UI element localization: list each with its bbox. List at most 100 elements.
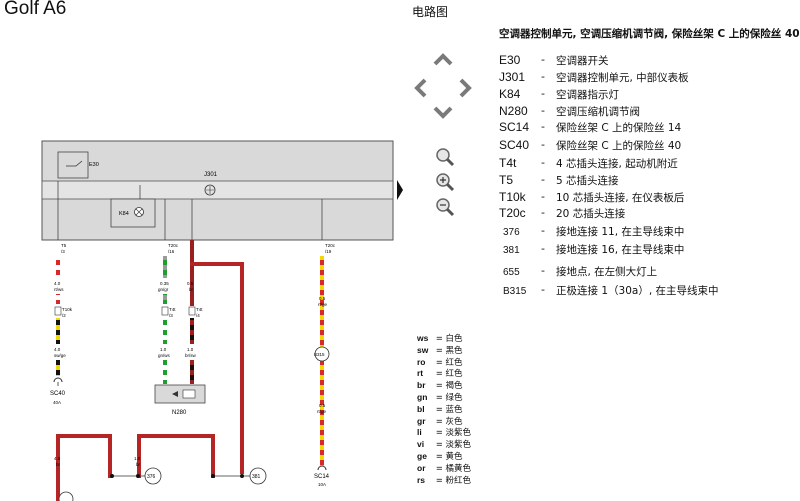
w1b-size: 4.0 [54,347,61,352]
ground-376-node [144,467,162,485]
color-legend-row: ws = 白色 [417,333,463,344]
pan-down-icon[interactable] [433,106,453,119]
w2-size: 0.35 [160,281,169,286]
legend-desc: 接地连接 16, 在主导线束中 [556,244,685,256]
junction-dot [136,474,140,478]
legend-item: E30 - 空调器开关 [499,53,609,67]
t5-label: T5 [61,243,67,248]
t4t-1-label: T4t [169,307,176,312]
b315-node [314,346,330,362]
w4-size: 0.5 [319,296,326,301]
k84-label: K84 [119,211,129,217]
legend-desc: 接地点, 在左侧大灯上 [556,266,658,278]
legend-heading: 空调器控制单元, 空调压缩机调节阀, 保险丝架 C 上的保险丝 40 [499,28,800,40]
junction-dot [110,474,114,478]
color-legend-row: vi = 淡紫色 [417,439,472,451]
legend-code: E30 [499,53,521,67]
t10k-label: T10k [62,307,73,312]
continue-arrow-icon[interactable] [397,180,403,200]
w1b-color: sw/ge [54,353,66,358]
n280-valve [154,384,206,404]
legend-desc: 5 芯插头连接 [556,175,619,187]
ground-381-node [249,467,267,485]
sc14-label: SC14 [314,474,330,480]
lamp-cross-icon [135,208,143,216]
fuse-sc40-icon [53,377,63,383]
legend-desc: 保险丝架 C 上的保险丝 14 [556,122,682,134]
color-legend-row: or = 橘黄色 [417,462,472,474]
sc40-label: SC40 [50,391,66,397]
legend-code: N280 [499,104,528,118]
color-legend-row: rs = 粉红色 [417,474,472,486]
legend-item: T4t - 4 芯插头连接, 起动机附近 [499,156,678,170]
w4b-size: 0.5 [319,403,326,408]
legend-item: N280 - 空调压缩机调节阀 [499,104,640,118]
legend-item: 381 - 接地连接 16, 在主导线束中 [503,242,685,256]
t20c-16-pin: /16 [168,249,175,254]
legend-code: T20c [499,206,526,220]
legend-code: T10k [499,190,526,204]
color-legend-row: ro = 红色 [417,356,463,368]
legend-code: SC40 [499,138,530,152]
legend-item: J301 - 空调器控制单元, 中部仪表板 [499,70,689,84]
junction-dot [240,474,244,478]
k84-lamp-box [110,198,156,228]
legend-desc: 接地连接 11, 在主导线束中 [556,226,685,238]
legend-code: J301 [499,70,526,84]
legend-code: 655 [503,267,520,278]
t10k-connector [54,306,62,316]
legend-item: B315 - 正极连接 1（30a）, 在主导线束中 [503,283,719,297]
color-legend-row: li = 淡紫色 [417,427,472,439]
circuit-diagram: J301 E30 K84 T5 /3 4.0 rt/ws T10k /2 4.0… [41,140,403,501]
pan-up-icon[interactable] [433,53,453,66]
n280-label: N280 [172,410,187,416]
w5-size: 4.0 [54,456,61,461]
color-legend-row: ge = 黄色 [417,450,463,462]
legend-code: 376 [503,227,520,238]
w3b-size: 1.0 [187,347,194,352]
legend-desc: 空调器指示灯 [556,89,619,101]
legend-desc: 空调器控制单元, 中部仪表板 [556,72,689,84]
legend-desc: 保险丝架 C 上的保险丝 40 [556,140,682,152]
legend-item: SC14 - 保险丝架 C 上的保险丝 14 [499,120,682,134]
w2-color: gn/gr [158,287,169,292]
pan-right-icon[interactable] [459,78,472,98]
t4t-2-pin: /4 [196,313,200,318]
color-legend-row: rt = 红色 [417,368,463,380]
legend-desc: 4 芯插头连接, 起动机附近 [556,158,678,170]
w2b-size: 1.0 [160,347,167,352]
sc40-amp: 40A [53,400,61,405]
legend-desc: 空调压缩机调节阀 [556,106,640,118]
w4-color: rt/ge [318,302,328,307]
b315-label: B315 [314,352,325,357]
legend-code: B315 [503,286,527,297]
color-legend-row: bl = 蓝色 [417,403,463,415]
diagram-nav-controls [414,53,472,217]
zoom-in-icon[interactable] [436,173,455,192]
junction-mark-icon [206,186,214,194]
legend-item: 376 - 接地连接 11, 在主导线束中 [503,224,685,238]
ground-node [58,491,74,501]
t20c-19-pin: /19 [325,249,332,254]
color-legend-row: gr = 灰色 [417,415,463,427]
w3-color: br [189,287,194,292]
t4t-2-label: T4t [196,307,203,312]
junction-dot [211,474,215,478]
w6-size: 1.0 [134,456,141,461]
legend-code: T4t [499,156,517,170]
legend-desc: 空调器开关 [556,55,609,67]
t20c-16-label: T20c [168,243,179,248]
color-legend-row: br = 褐色 [417,380,463,392]
zoom-out-icon[interactable] [436,198,455,217]
t10k-pin: /2 [62,313,66,318]
pan-left-icon[interactable] [414,78,427,98]
w2b-color: gn/ws [158,353,171,358]
e30-switch [57,151,89,179]
legend-item: T10k - 10 芯插头连接, 在仪表板后 [499,190,685,204]
valve-coil-icon [182,389,196,399]
j301-label: J301 [204,172,218,178]
legend-desc: 10 芯插头连接, 在仪表板后 [556,192,685,204]
zoom-reset-icon[interactable] [436,148,455,167]
w6-color: br [136,462,141,467]
t5-pin: /3 [61,249,65,254]
